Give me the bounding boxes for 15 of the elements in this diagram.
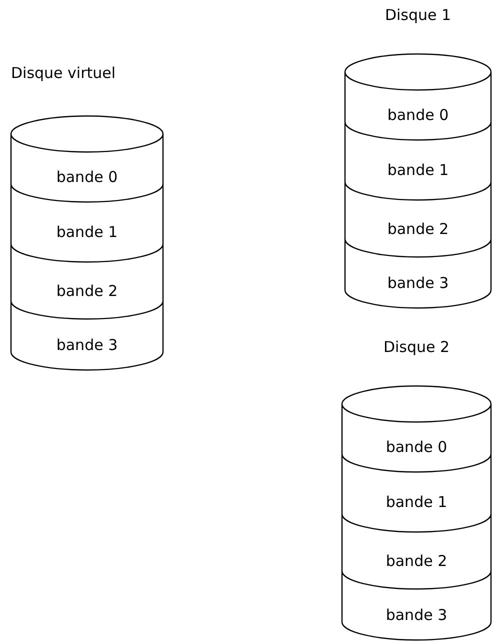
stripe-label: bande 0 [386, 438, 448, 456]
stripe-label: bande 1 [56, 223, 118, 241]
disk-title: Disque 2 [383, 338, 450, 356]
stripe-label: bande 0 [56, 168, 118, 186]
stripe-label: bande 3 [387, 274, 449, 292]
stripe-label: bande 2 [386, 552, 448, 570]
stripe-label: bande 1 [386, 493, 448, 511]
stripe-label: bande 3 [386, 606, 448, 624]
stripe-label: bande 1 [387, 161, 449, 179]
stripe-label: bande 2 [56, 282, 118, 300]
stripe-label: bande 2 [387, 220, 449, 238]
stripe-label: bande 0 [387, 106, 449, 124]
stripe-label: bande 3 [56, 336, 118, 354]
disk-title: Disque virtuel [11, 64, 116, 82]
disk-title: Disque 1 [384, 6, 452, 24]
